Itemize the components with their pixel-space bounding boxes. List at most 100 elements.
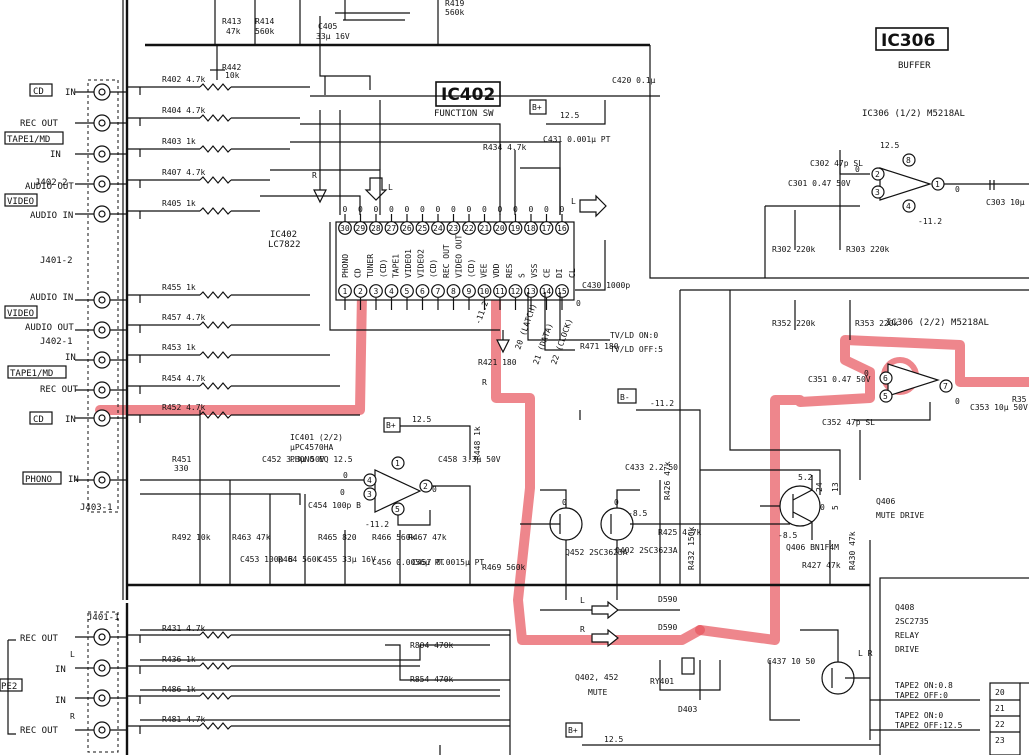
svg-text:21: 21 [480,224,490,233]
svg-text:-11.2: -11.2 [473,300,490,326]
ic402-top-pin: 260 [400,205,414,235]
rca-jack [75,659,127,677]
svg-text:1: 1 [935,180,940,189]
svg-text:R442: R442 [222,63,241,72]
ic402-pin-name: RES [505,263,514,278]
svg-text:7: 7 [436,287,441,296]
svg-text:20: 20 [495,224,505,233]
svg-text:R471 180: R471 180 [580,342,619,351]
svg-text:R405 1k: R405 1k [162,199,196,208]
ic402-top-pin: 300 [338,205,352,235]
ic402-bottom-pin: 12 [508,284,523,310]
svg-text:3: 3 [367,490,372,499]
svg-text:R414: R414 [255,17,274,26]
svg-text:R466 560k: R466 560k [372,533,416,542]
input-wire [127,351,330,363]
svg-text:17: 17 [542,224,552,233]
ic402-bottom-pin: 10 [477,284,492,310]
ic402-pin-name: VDD [492,263,501,278]
svg-text:0: 0 [544,205,549,214]
svg-text:0: 0 [560,205,565,214]
label-cd-2: CD [33,415,44,425]
svg-text:0: 0 [343,471,348,480]
svg-text:R403 1k: R403 1k [162,137,196,146]
ic402-bottom-pin: 1 [338,284,352,310]
svg-text:R431 4.7k: R431 4.7k [162,624,206,633]
rca-jack [75,145,127,163]
svg-text:Q402 2SC3623A: Q402 2SC3623A [615,546,678,555]
label-j402-2: J402-2 [35,178,68,188]
svg-text:R432 150k: R432 150k [687,526,696,570]
svg-text:R463 47k: R463 47k [232,533,271,542]
ic402-pin-name: VIDEO OUT [454,234,463,278]
rca-jack [75,471,127,489]
ic402-pin-name: CE [543,268,552,278]
svg-text:B+: B+ [532,103,542,112]
svg-text:Q402, 452: Q402, 452 [575,673,619,682]
svg-text:-8.5: -8.5 [628,509,647,518]
svg-text:0: 0 [955,397,960,406]
svg-text:1: 1 [395,459,400,468]
ic401-line2: μPC4570HA [290,443,334,452]
svg-text:DRIVE: DRIVE [895,645,919,654]
svg-text:5: 5 [405,287,410,296]
svg-text:R426 47k: R426 47k [663,461,672,500]
svg-text:R427 47k: R427 47k [802,561,841,570]
svg-text:15: 15 [557,287,567,296]
svg-text:0: 0 [432,485,437,494]
input-wire [127,291,310,303]
svg-text:C352 47p SL: C352 47p SL [822,418,875,427]
svg-text:3: 3 [374,287,379,296]
svg-text:27: 27 [387,224,397,233]
svg-text:R448 1k: R448 1k [473,426,482,460]
svg-text:3: 3 [875,188,880,197]
svg-text:12.5: 12.5 [560,111,579,120]
ic402-pin-name: (CD) [467,259,476,278]
svg-text:560k: 560k [255,27,274,36]
svg-text:Q406 BN1F4M: Q406 BN1F4M [786,543,839,552]
label-in-3: IN [55,665,66,675]
svg-text:10k: 10k [225,71,240,80]
svg-text:D590: D590 [658,623,677,632]
label-j403-1: J403-1 [80,503,113,513]
ic402-subtitle: FUNCTION SW [434,109,494,119]
svg-text:R453 1k: R453 1k [162,343,196,352]
top-parts: R413 47k R414 560k C405 33μ 16V R442 10k… [145,0,650,95]
svg-text:C353 10μ 50V: C353 10μ 50V [970,403,1028,412]
svg-text:13: 13 [526,287,536,296]
label-cd-top: CD [33,87,44,97]
svg-text:R430 47k: R430 47k [848,531,857,570]
input-wire [127,382,340,394]
svg-text:12.5: 12.5 [880,141,899,150]
svg-text:12.5: 12.5 [604,735,623,744]
svg-text:C458 3.3μ 50V: C458 3.3μ 50V [438,455,501,464]
ic306-subtitle: BUFFER [898,61,931,71]
svg-text:8: 8 [451,287,456,296]
svg-text:R413: R413 [222,17,241,26]
ic402-bottom-pin: 5 [400,284,414,310]
svg-text:330: 330 [174,464,189,473]
ic402-bottom-pin: 7 [431,284,445,310]
svg-text:Q452 2SC3623A: Q452 2SC3623A [565,548,628,557]
ic402-function-switch: IC402 FUNCTION SW 3002902802702602502402… [260,76,663,387]
ic402-bottom-pin: 8 [446,284,461,310]
ic402-pin-name: PHONO [341,254,350,278]
ic402-bottom-pin: 11 [493,284,507,310]
rca-jack [75,291,127,309]
input-wire [127,631,510,643]
svg-text:25: 25 [418,224,428,233]
svg-text:D403: D403 [678,705,697,714]
ic401-line1: IC401 (2/2) [290,433,343,442]
ic402-label: IC402 [441,85,495,105]
label-j401-2: J401-2 [40,256,73,266]
ic402-part2: LC7822 [268,240,301,250]
svg-text:8: 8 [906,156,911,165]
svg-text:C430 1000p: C430 1000p [582,281,630,290]
ic306-opamp-1 [879,167,932,201]
input-wire [127,722,510,734]
ic402-pin-name: S [517,273,526,278]
svg-text:0: 0 [855,165,860,174]
svg-text:0: 0 [576,299,581,308]
svg-text:D590: D590 [658,595,677,604]
svg-text:R854 470k: R854 470k [410,675,454,684]
